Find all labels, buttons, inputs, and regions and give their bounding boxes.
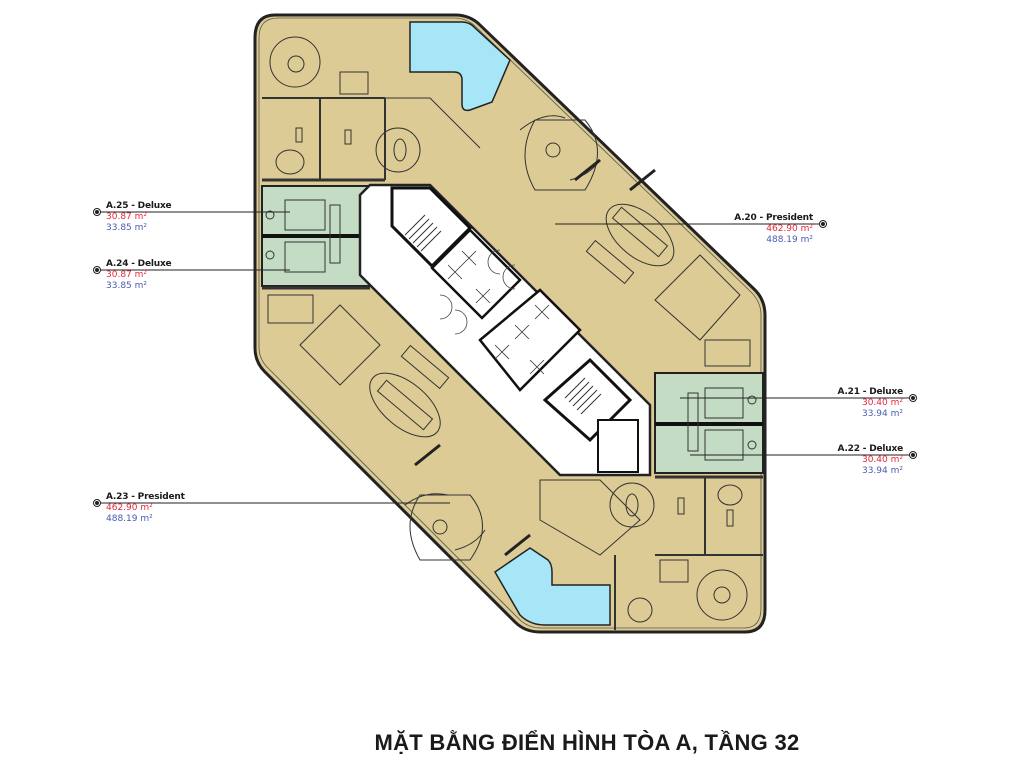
net-area: 30.40 m² bbox=[861, 398, 903, 408]
net-area: 462.90 m² bbox=[106, 503, 153, 513]
unit-label-a22: A.22 - Deluxe 30.40 m² 33.94 m² bbox=[800, 444, 904, 477]
deluxe-units-right bbox=[654, 372, 764, 474]
unit-name: A.25 - Deluxe bbox=[106, 201, 172, 211]
target-marker-icon bbox=[93, 208, 917, 507]
pool-top bbox=[409, 21, 511, 112]
building-core bbox=[358, 183, 652, 477]
unit-name: A.20 - President bbox=[734, 213, 813, 223]
unit-label-a24: A.24 - Deluxe 30.87 m² 33.85 m² bbox=[106, 259, 172, 292]
plan-title: MẶT BẰNG ĐIỂN HÌNH TÒA A, TẦNG 32 bbox=[374, 730, 800, 755]
unit-label-a21: A.21 - Deluxe 30.40 m² 33.94 m² bbox=[800, 387, 904, 420]
unit-label-a20: A.20 - President 462.90 m² 488.19 m² bbox=[700, 213, 813, 246]
net-area: 30.87 m² bbox=[106, 270, 148, 280]
leader-lines bbox=[100, 211, 910, 504]
unit-label-a23: A.23 - President 462.90 m² 488.19 m² bbox=[106, 492, 185, 525]
unit-label-a25: A.25 - Deluxe 30.87 m² 33.85 m² bbox=[106, 201, 172, 234]
unit-name: A.24 - Deluxe bbox=[106, 259, 172, 269]
gross-area: 33.85 m² bbox=[106, 223, 148, 233]
unit-name: A.22 - Deluxe bbox=[837, 444, 904, 454]
unit-name: A.21 - Deluxe bbox=[837, 387, 904, 397]
gross-area: 488.19 m² bbox=[106, 514, 153, 524]
net-area: 462.90 m² bbox=[766, 224, 813, 234]
gross-area: 33.94 m² bbox=[861, 409, 903, 419]
net-area: 30.40 m² bbox=[861, 455, 903, 465]
deluxe-units-left bbox=[261, 185, 371, 287]
suite-a23-interior bbox=[262, 286, 763, 630]
gross-area: 488.19 m² bbox=[766, 235, 813, 245]
gross-area: 33.85 m² bbox=[106, 281, 148, 291]
unit-name: A.23 - President bbox=[106, 492, 185, 502]
suite-a20-interior bbox=[262, 36, 751, 367]
gross-area: 33.94 m² bbox=[861, 466, 903, 476]
net-area: 30.87 m² bbox=[106, 212, 148, 222]
pool-bottom bbox=[494, 547, 611, 626]
